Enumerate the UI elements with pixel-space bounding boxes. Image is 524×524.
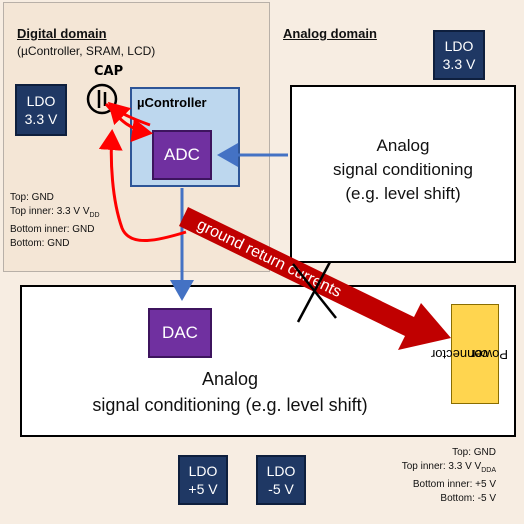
analog-lower-line1: Analog [201, 369, 259, 389]
ldo-analog-line1: LDO [444, 38, 474, 54]
digital-stack-top-inner: Top inner: 3.3 V VDD [10, 206, 100, 219]
analog-stack-top: Top: GND [452, 447, 496, 458]
analog-signal-conditioning-lower [20, 285, 516, 437]
digital-layer-stack: Top: GND Top inner: 3.3 V VDD Bottom inn… [10, 191, 100, 251]
red-trace-ground-return [98, 129, 187, 243]
ldo-minus-5v: LDO -5 V [256, 455, 306, 505]
dac-label: DAC [162, 323, 198, 342]
analog-upper-line3: (e.g. level shift) [345, 184, 461, 203]
analog-stack-bottom: Bottom: -5 V [440, 493, 496, 504]
ldo-digital-3v3: LDO 3.3 V [15, 84, 67, 136]
digital-stack-top: Top: GND [10, 192, 54, 203]
ldo-digital-line2: 3.3 V [24, 111, 58, 127]
analog-signal-conditioning-upper [290, 85, 516, 263]
analog-upper-text: Analog signal conditioning (e.g. level s… [290, 134, 516, 206]
analog-lower-text: Analog signal conditioning (e.g. level s… [20, 366, 440, 418]
analog-layer-stack: Top: GND Top inner: 3.3 V VDDA Bottom in… [402, 446, 496, 506]
ldo-plus5-line2: +5 V [188, 481, 218, 497]
digital-stack-bottom: Bottom: GND [10, 238, 70, 249]
ldo-minus5-line2: -5 V [268, 481, 294, 497]
digital-domain-title: Digital domain [17, 26, 107, 41]
ldo-analog-line2: 3.3 V [442, 56, 476, 72]
ldo-minus5-line1: LDO [266, 463, 296, 479]
adc-block: ADC [152, 130, 212, 180]
analog-stack-top-inner: Top inner: 3.3 V VDDA [401, 461, 496, 474]
digital-domain-subtitle: (µController, SRAM, LCD) [17, 44, 156, 58]
analog-stack-bottom-inner: Bottom inner: +5 V [412, 479, 496, 490]
cross-out-line-2 [296, 261, 332, 323]
ldo-analog-3v3: LDO 3.3 V [433, 30, 485, 80]
digital-stack-bottom-inner: Bottom inner: GND [10, 224, 95, 235]
ground-return-arrow [179, 207, 451, 350]
ldo-digital-line1: LDO [26, 93, 56, 109]
capacitor-label: CAP [94, 64, 123, 79]
capacitor-circle-icon [86, 83, 118, 115]
ground-return-label: ground return currents [194, 216, 344, 301]
adc-label: ADC [164, 145, 200, 164]
analog-domain-title: Analog domain [283, 26, 377, 41]
analog-upper-line1: Analog [376, 136, 430, 155]
dac-block: DAC [148, 308, 212, 358]
microcontroller-label: µController [137, 95, 207, 110]
red-trace-adc-to-cap [107, 101, 151, 127]
ldo-plus5-line1: LDO [188, 463, 218, 479]
analog-upper-line2: signal conditioning [333, 160, 473, 179]
analog-lower-line2: signal conditioning (e.g. level shift) [92, 395, 368, 415]
ldo-plus-5v: LDO +5 V [178, 455, 228, 505]
